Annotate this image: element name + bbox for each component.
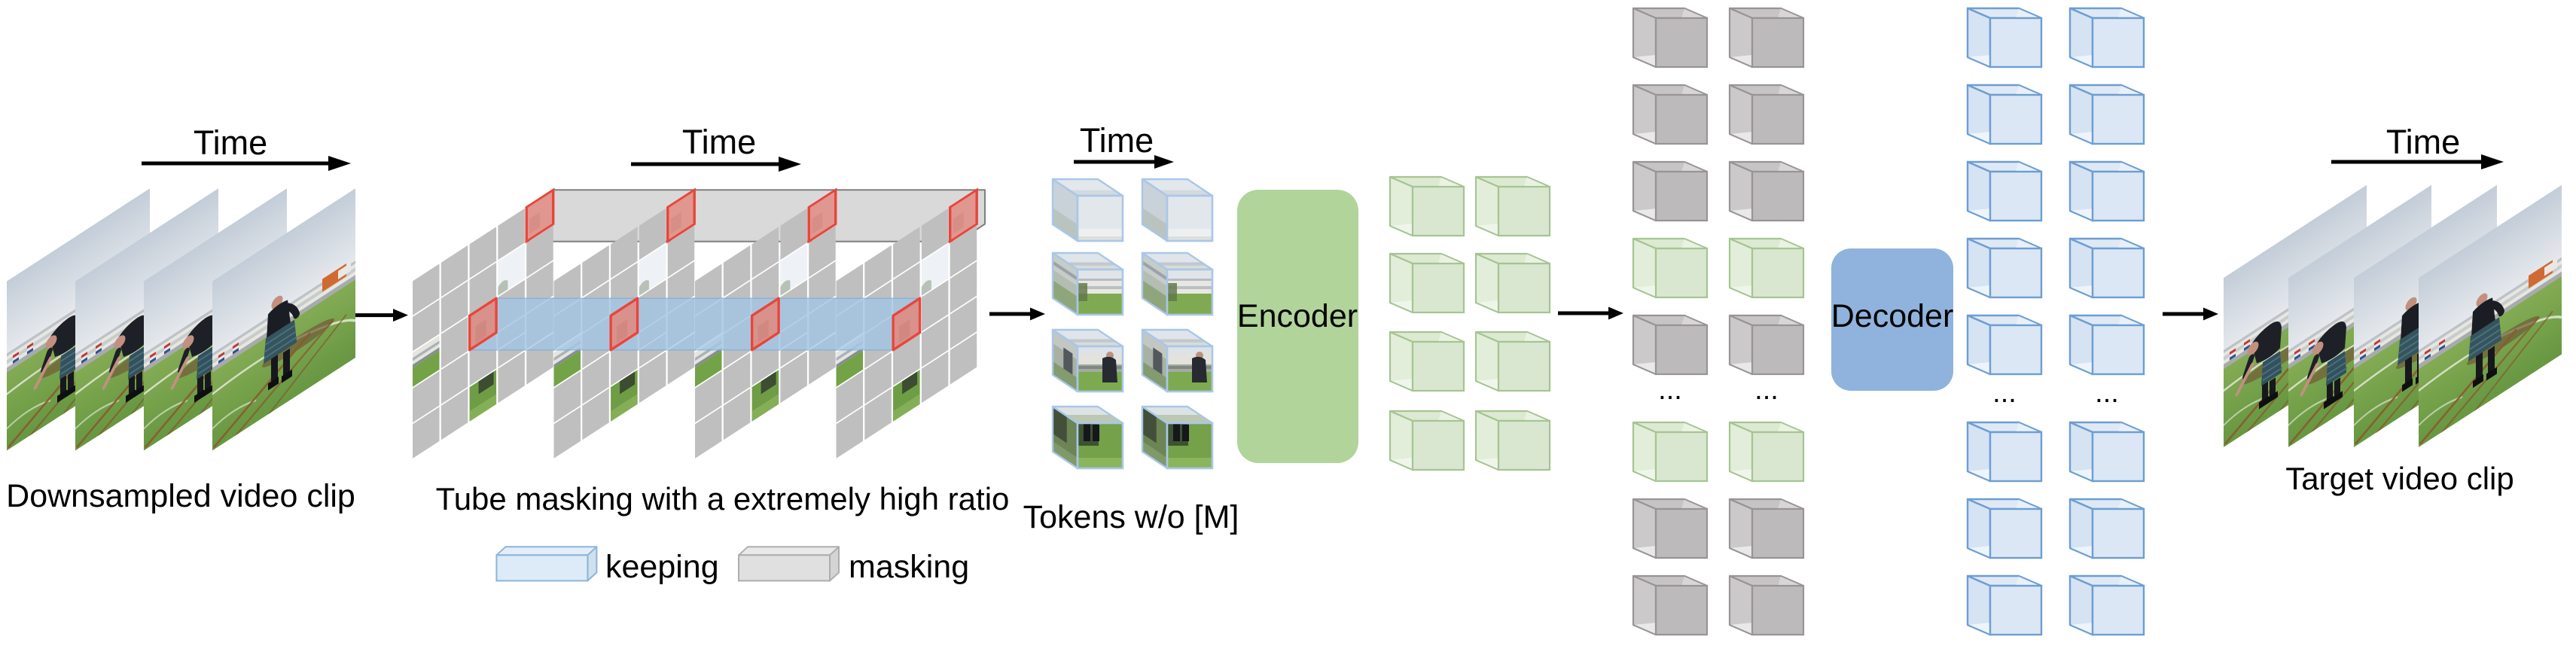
svg-text:Time: Time [1080,121,1154,160]
svg-text:...: ... [1658,374,1682,406]
svg-text:...: ... [1992,377,2017,409]
svg-text:keeping: keeping [605,549,719,585]
svg-text:Target video clip: Target video clip [2285,461,2514,496]
svg-text:Decoder: Decoder [1831,298,1954,334]
svg-text:Time: Time [682,123,756,161]
svg-text:Time: Time [194,123,267,162]
svg-text:...: ... [2095,377,2119,409]
svg-text:...: ... [1754,374,1779,406]
svg-text:Downsampled video clip: Downsampled video clip [6,478,355,514]
svg-text:Tube masking with a extremely: Tube masking with a extremely high ratio [436,481,1010,516]
svg-text:Time: Time [2386,123,2460,161]
svg-text:Tokens w/o [M]: Tokens w/o [M] [1023,499,1239,535]
svg-text:masking: masking [849,549,969,585]
svg-text:Encoder: Encoder [1237,298,1358,334]
